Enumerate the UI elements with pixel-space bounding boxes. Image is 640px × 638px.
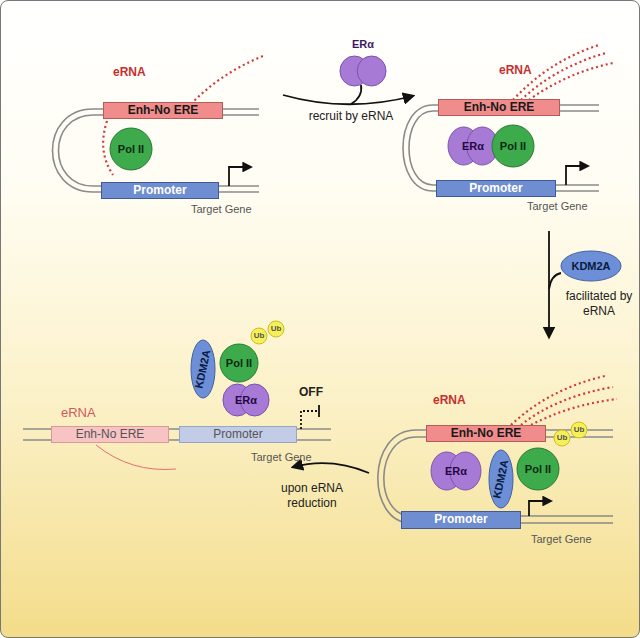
- node-text: Ub: [271, 325, 282, 334]
- step-label: facilitated by eRNA: [559, 289, 639, 319]
- node-text: ERα: [352, 38, 374, 50]
- annotation-label: eRNA: [499, 63, 532, 78]
- node-text: Promoter: [213, 428, 262, 441]
- node-text: Ub: [254, 332, 265, 341]
- node-text: Pol II: [226, 357, 252, 369]
- protein-shape: Pol II: [109, 127, 153, 171]
- protein-shape: KDM2A: [190, 339, 216, 399]
- ubiquitin-tag: Ub: [250, 327, 268, 345]
- ubiquitin-tag: Ub: [267, 320, 285, 338]
- ubiquitin-tag: Ub: [570, 421, 588, 439]
- node-text: Ub: [574, 426, 585, 435]
- step-label: recruit by eRNA: [301, 109, 401, 124]
- dna-element-box: Promoter: [179, 426, 297, 443]
- protein-shape: KDM2A: [560, 250, 622, 282]
- erna-faint: [96, 445, 176, 470]
- annotation-label: eRNA: [113, 65, 146, 80]
- node-text: Pol II: [118, 143, 144, 155]
- node-text: Promoter: [434, 513, 487, 526]
- dna-strands: [23, 105, 613, 523]
- dna-element-box: Enh-No ERE: [426, 425, 546, 442]
- protein-shape: ERα: [430, 451, 482, 491]
- node-text: Enh-No ERE: [128, 104, 199, 117]
- dna-element-box: Enh-No ERE: [103, 102, 223, 119]
- node-text: Pol II: [500, 140, 526, 152]
- node-text: Promoter: [469, 182, 522, 195]
- node-text: ERα: [445, 465, 467, 477]
- dna-element-box: Promoter: [101, 182, 219, 199]
- node-text: Enh-No ERE: [76, 428, 145, 441]
- node-text: Promoter: [133, 184, 186, 197]
- annotation-label: eRNA: [61, 405, 96, 421]
- protein-shape: KDM2A: [488, 449, 514, 509]
- node-text: Enh-No ERE: [451, 427, 522, 440]
- dna-element-box: Enh-No ERE: [438, 99, 560, 116]
- node-text: Pol II: [525, 463, 551, 475]
- protein-shape: Pol II: [491, 124, 535, 168]
- annotation-label: eRNA: [433, 393, 466, 408]
- dna-element-box: Promoter: [436, 180, 556, 197]
- protein-shape: ERα: [339, 55, 387, 87]
- process-arrows: [283, 85, 561, 473]
- dna-element-box: Promoter: [401, 511, 521, 529]
- dna-element-box: Enh-No ERE: [51, 426, 169, 443]
- annotation-label: OFF: [299, 385, 323, 400]
- gene-label: Target Gene: [527, 200, 588, 214]
- gene-label: Target Gene: [251, 451, 312, 465]
- protein-shape: Pol II: [219, 343, 259, 383]
- erna-strands: [103, 45, 617, 425]
- node-text: Ub: [557, 434, 568, 443]
- protein-shape: ERα: [447, 126, 499, 166]
- gene-label: Target Gene: [531, 533, 592, 547]
- node-text: ERα: [462, 140, 484, 152]
- gene-label: Target Gene: [191, 203, 252, 217]
- protein-shape: Pol II: [516, 447, 560, 491]
- node-text: ERα: [235, 394, 257, 406]
- step-label: upon eRNA reduction: [269, 481, 355, 511]
- protein-shape: ERα: [222, 383, 270, 417]
- shape-outline: [339, 55, 387, 87]
- node-text: KDM2A: [571, 260, 610, 272]
- node-text: Enh-No ERE: [464, 101, 535, 114]
- transcription-arrows: [229, 166, 588, 516]
- ubiquitin-tag: Ub: [553, 429, 571, 447]
